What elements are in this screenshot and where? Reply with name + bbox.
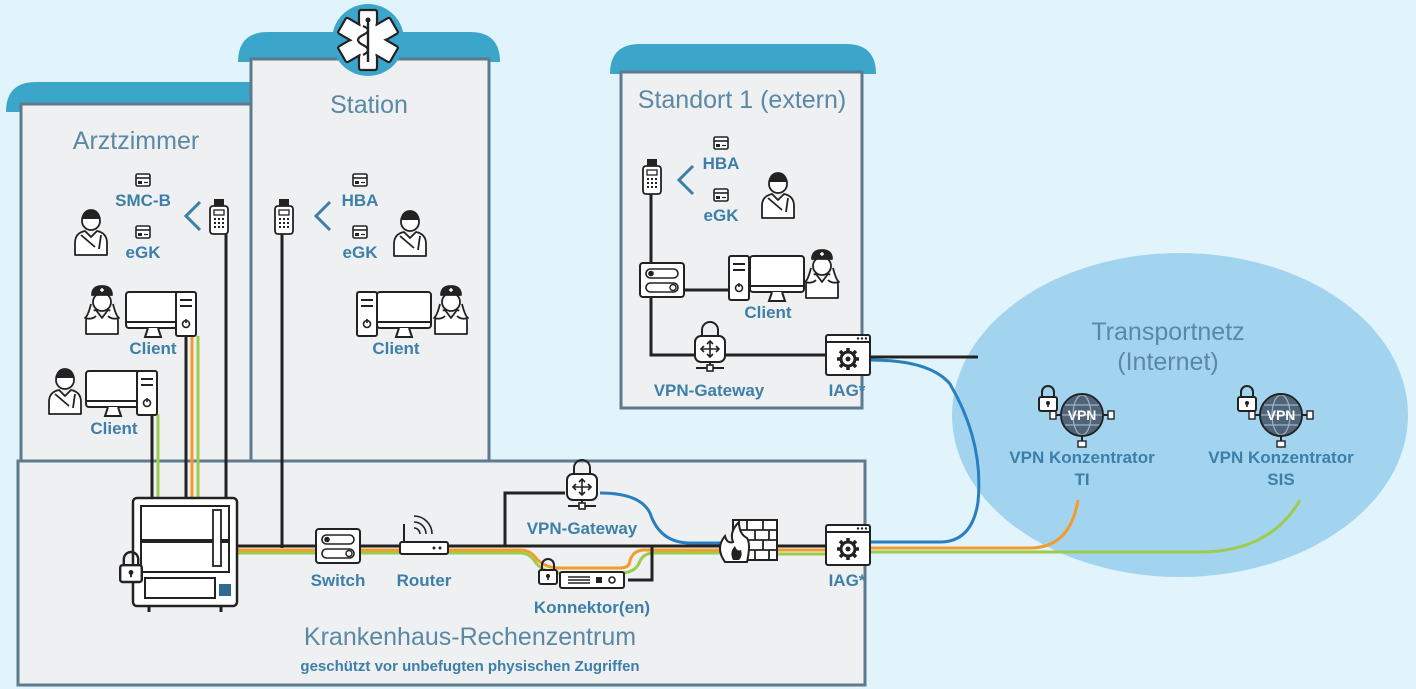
room-title-standort: Standort 1 (extern) [638,86,846,114]
switch-standort-icon [639,262,685,298]
label-hba-standort: HBA [703,154,740,173]
konnektor-icon [538,558,625,589]
room-standort [610,44,876,410]
label-hba-station: HBA [342,191,379,210]
label-egk-station: eGK [343,243,379,262]
router-icon [399,515,449,555]
label-client-arzt-2: Client [90,419,138,438]
label-vpn-sis-line1: VPN Konzentrator [1208,448,1354,467]
label-vpn-gateway-dc: VPN-Gateway [527,519,638,538]
label-iag-dc: IAG* [829,571,866,590]
label-vpn-ti-line2: TI [1074,470,1089,489]
card-reader-arrows-station [313,200,332,232]
label-client-station: Client [372,339,420,358]
tower-arzt-1-icon [175,291,197,337]
transport-title-line1: Transportnetz [1091,318,1244,346]
hba-card-standort-icon [713,136,729,150]
card-reader-arrows-standort [676,164,695,196]
label-client-standort: Client [744,303,792,322]
room-station [238,32,500,465]
label-iag-standort: IAG* [829,381,866,400]
transport-title-line2: (Internet) [1117,348,1218,376]
tower-station-icon [356,291,378,337]
svg-text:VPN: VPN [1068,407,1097,423]
label-client-arzt-1: Client [129,339,177,358]
room-title-arztzimmer: Arztzimmer [73,127,199,155]
tower-standort-icon [728,255,750,301]
label-vpn-ti-line1: VPN Konzentrator [1009,448,1155,467]
label-konnektor: Konnektor(en) [534,598,650,617]
label-egk-standort: eGK [704,206,740,225]
iag-standort-icon [824,333,872,377]
label-vpn-sis-line2: SIS [1267,470,1294,489]
label-router: Router [397,571,452,590]
room-title-station: Station [330,91,408,119]
hba-card-icon [352,173,368,187]
egk-card-station-icon [352,225,368,239]
switch-icon [315,528,361,564]
iag-dc-icon [824,523,872,567]
transport-network-ellipse [952,253,1408,577]
medical-badge-icon [332,4,404,76]
smcb-card-icon [135,173,151,187]
egk-card-standort-icon [713,188,729,202]
tower-arzt-2-icon [136,370,158,416]
vpn-concentrator-ti-icon: VPN [1038,385,1115,448]
label-egk-arzt: eGK [126,243,162,262]
server-rack-icon [118,496,239,612]
egk-card-icon [135,225,151,239]
vpn-concentrator-sis-icon: VPN [1237,385,1314,448]
card-reader-arrows [183,200,202,232]
svg-text:VPN: VPN [1267,407,1296,423]
label-smcb: SMC-B [115,191,171,210]
label-switch: Switch [311,571,366,590]
label-vpn-gateway-standort: VPN-Gateway [654,381,765,400]
datacenter-subtitle: geschützt vor unbefugten physischen Zugr… [300,658,639,675]
datacenter-title: Krankenhaus-Rechenzentrum [304,623,636,651]
